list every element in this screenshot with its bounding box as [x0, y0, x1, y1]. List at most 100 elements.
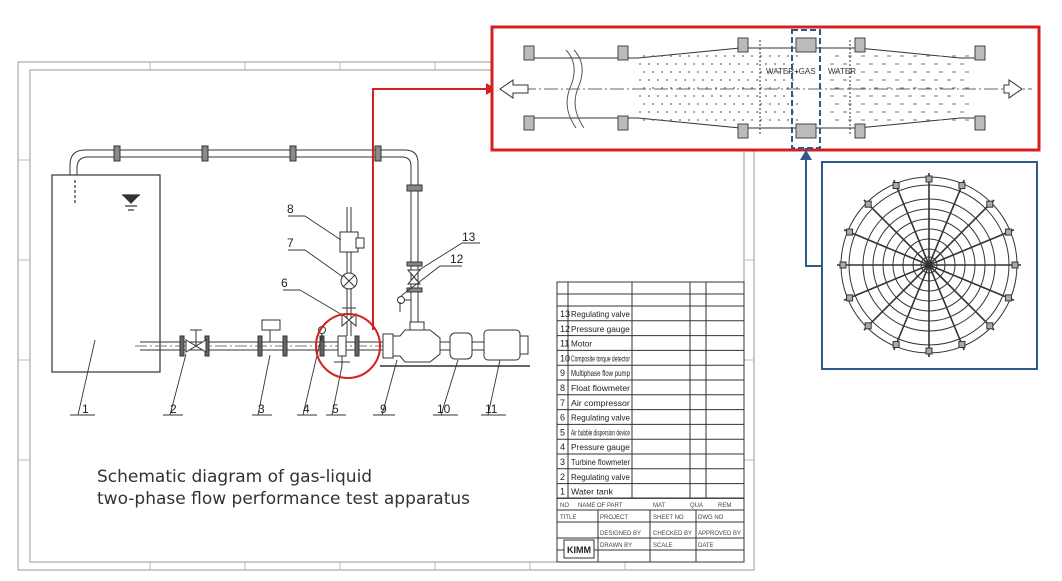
header-no: NO	[560, 503, 569, 509]
checked-by-label: CHECKED BY	[653, 531, 692, 537]
disk-spoke	[928, 229, 1015, 266]
part-number: 4	[560, 442, 565, 452]
part-number: 9	[560, 368, 565, 378]
gas-bubble	[684, 79, 686, 81]
gas-bubble	[756, 95, 758, 97]
gas-bubble	[693, 95, 695, 97]
gas-bubble	[702, 63, 704, 65]
kimm-logo: KIMM	[563, 539, 595, 559]
part-name: Regulating valve	[571, 309, 630, 319]
gas-bubble	[643, 119, 645, 121]
part-name: Water tank	[571, 487, 614, 497]
gas-bubble	[733, 55, 735, 57]
gas-bubble	[724, 103, 726, 105]
gas-bubble	[697, 87, 699, 89]
gas-bubble	[679, 103, 681, 105]
approved-by-label: APPROVED BY	[698, 531, 741, 537]
gas-bubble	[724, 55, 726, 57]
gas-bubble	[661, 103, 663, 105]
disk-spoke	[928, 264, 965, 351]
gas-bubble	[742, 87, 744, 89]
header-name: NAME OF PART	[578, 503, 623, 509]
gas-bubble	[706, 103, 708, 105]
callout-11: 11	[485, 402, 498, 416]
leader-lines	[70, 215, 506, 416]
gas-bubble	[751, 71, 753, 73]
callout-6: 6	[281, 276, 288, 290]
turbine-flowmeter	[261, 319, 281, 342]
callout-10: 10	[437, 402, 451, 416]
project-label: PROJECT	[600, 515, 628, 521]
gas-bubble	[670, 55, 672, 57]
gas-bubble	[639, 79, 641, 81]
gas-bubble	[760, 55, 762, 57]
gas-bubble	[783, 79, 785, 81]
part-number: 6	[560, 413, 565, 423]
gas-bubble	[657, 63, 659, 65]
disk-nozzle	[846, 228, 854, 236]
part-name: Air bubble dispersion device	[571, 427, 630, 437]
gas-bubble	[729, 79, 731, 81]
disk-spoke	[893, 264, 930, 351]
gas-bubble	[760, 119, 762, 121]
gas-bubble	[639, 95, 641, 97]
gas-bubble	[765, 111, 767, 113]
gas-bubble	[729, 95, 731, 97]
gas-bubble	[706, 71, 708, 73]
part-name: Turbine flowmeter	[571, 457, 630, 467]
gas-bubble	[765, 79, 767, 81]
gas-bubble	[729, 63, 731, 65]
gas-bubble	[661, 71, 663, 73]
header-qua: QUA	[690, 503, 703, 509]
gas-bubble	[670, 103, 672, 105]
disk-nozzle	[892, 340, 900, 348]
part-number: 8	[560, 383, 565, 393]
gas-bubble	[702, 79, 704, 81]
return-instruments	[397, 261, 423, 312]
gas-bubble	[769, 103, 771, 105]
svg-text:KIMM: KIMM	[567, 545, 591, 555]
gas-bubble	[711, 63, 713, 65]
callout-9: 9	[380, 402, 387, 416]
water-gas-label: WATER+GAS	[766, 67, 816, 76]
gas-bubble	[769, 71, 771, 73]
gas-bubble	[720, 79, 722, 81]
gas-bubble	[787, 87, 789, 89]
caption-line-1: Schematic diagram of gas-liquid	[97, 467, 373, 487]
gas-bubble	[724, 87, 726, 89]
gas-bubble	[688, 119, 690, 121]
callout-13: 13	[462, 230, 476, 244]
gas-bubble	[693, 63, 695, 65]
gas-bubble	[720, 95, 722, 97]
gas-bubble	[742, 55, 744, 57]
gas-bubble	[711, 95, 713, 97]
gas-bubble	[729, 111, 731, 113]
gas-bubble	[796, 103, 798, 105]
disk-spoke	[928, 179, 965, 266]
table-header: NO NAME OF PART MAT QUA REM	[560, 503, 731, 509]
detail-connector	[805, 148, 822, 267]
gas-bubble	[657, 95, 659, 97]
callout-numbers: 1 2 3 4 5 6 7 8 9 10 11 12 13	[82, 202, 498, 416]
gas-bubble	[783, 111, 785, 113]
gas-bubble	[675, 63, 677, 65]
callout-12: 12	[450, 252, 464, 266]
gas-bubble	[675, 79, 677, 81]
header-rem: REM	[718, 503, 731, 509]
callout-8: 8	[287, 202, 294, 216]
gas-bubble	[706, 119, 708, 121]
gas-bubble	[774, 95, 776, 97]
disk-nozzle	[925, 175, 933, 183]
gas-bubble	[661, 87, 663, 89]
gas-bubble	[760, 103, 762, 105]
gas-bubble	[778, 119, 780, 121]
part-name: Pressure gauge	[571, 324, 630, 334]
gas-bubble	[697, 103, 699, 105]
gas-bubble	[702, 95, 704, 97]
gas-bubble	[643, 103, 645, 105]
disk-nozzle	[1004, 228, 1012, 236]
gas-bubble	[774, 111, 776, 113]
gas-bubble	[679, 119, 681, 121]
gas-bubble	[652, 55, 654, 57]
gas-bubble	[684, 95, 686, 97]
